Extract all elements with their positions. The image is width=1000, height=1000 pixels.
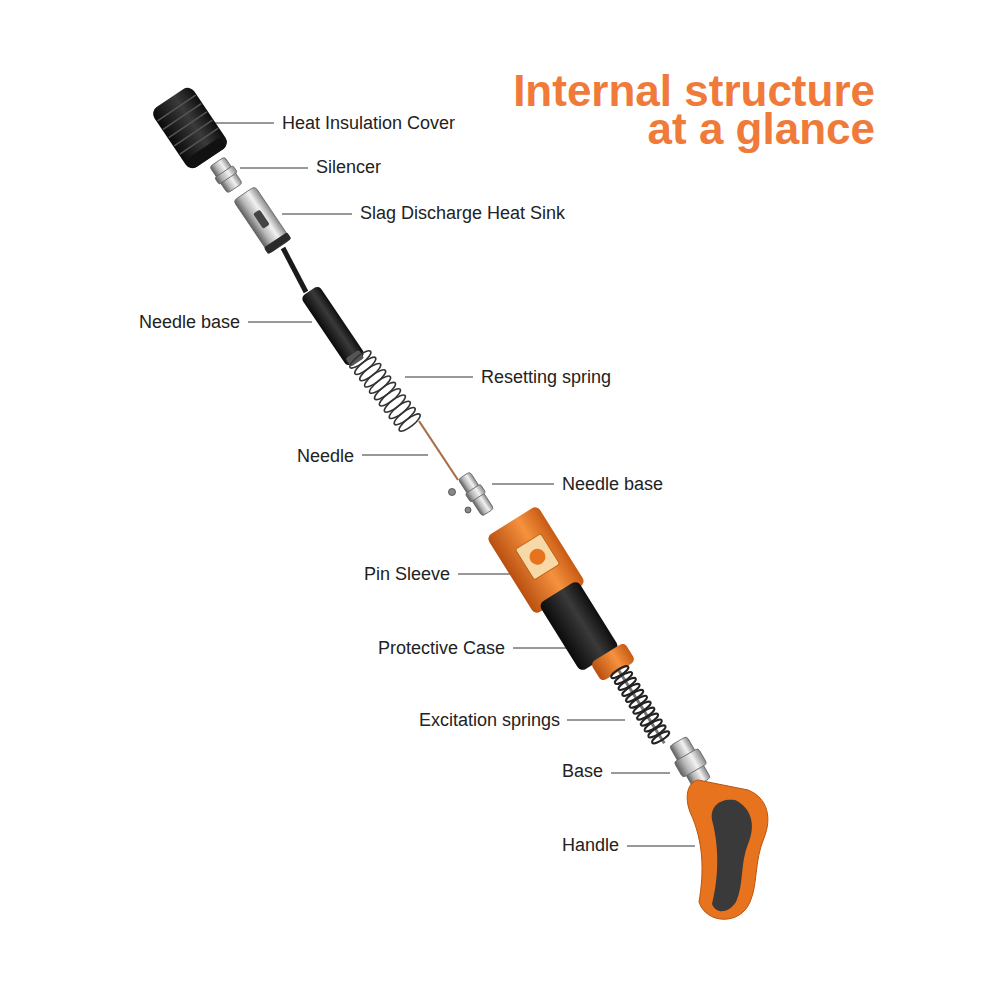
resetting-spring <box>348 348 423 433</box>
excitation-spring <box>609 663 673 748</box>
leader-line <box>215 123 274 124</box>
silencer <box>208 156 244 195</box>
title: Internal structure at a glance <box>490 72 875 148</box>
rod <box>283 248 306 292</box>
slag-discharge-heat-sink <box>232 186 291 255</box>
handle <box>687 780 768 919</box>
part-label: Silencer <box>316 156 381 178</box>
leader-line <box>362 455 428 456</box>
part-label: Heat Insulation Cover <box>282 112 455 134</box>
needle-base-fitting <box>456 471 495 518</box>
part-label: Protective Case <box>378 637 505 659</box>
part-label: Resetting spring <box>481 366 611 388</box>
leader-lines <box>215 123 695 846</box>
heat-insulation-cover <box>150 85 230 172</box>
needle <box>419 421 458 480</box>
orange-ring <box>590 642 636 682</box>
leader-line <box>248 322 312 323</box>
leader-line <box>567 720 625 721</box>
leader-line <box>405 377 473 378</box>
screw <box>449 489 456 496</box>
screw <box>465 507 471 513</box>
needle-base-tube <box>300 285 366 369</box>
leader-line <box>492 484 554 485</box>
leader-line <box>282 214 352 215</box>
part-label: Excitation springs <box>419 709 560 731</box>
part-label: Needle base <box>139 311 240 333</box>
leader-line <box>611 773 670 774</box>
leader-line <box>627 846 695 847</box>
leader-line <box>458 574 515 575</box>
part-label: Handle <box>562 834 619 856</box>
part-label: Base <box>562 760 603 782</box>
leader-line <box>240 168 308 169</box>
part-label: Needle <box>297 445 354 467</box>
part-label: Pin Sleeve <box>364 563 450 585</box>
part-label: Slag Discharge Heat Sink <box>360 202 565 224</box>
part-label: Needle base <box>562 473 663 495</box>
